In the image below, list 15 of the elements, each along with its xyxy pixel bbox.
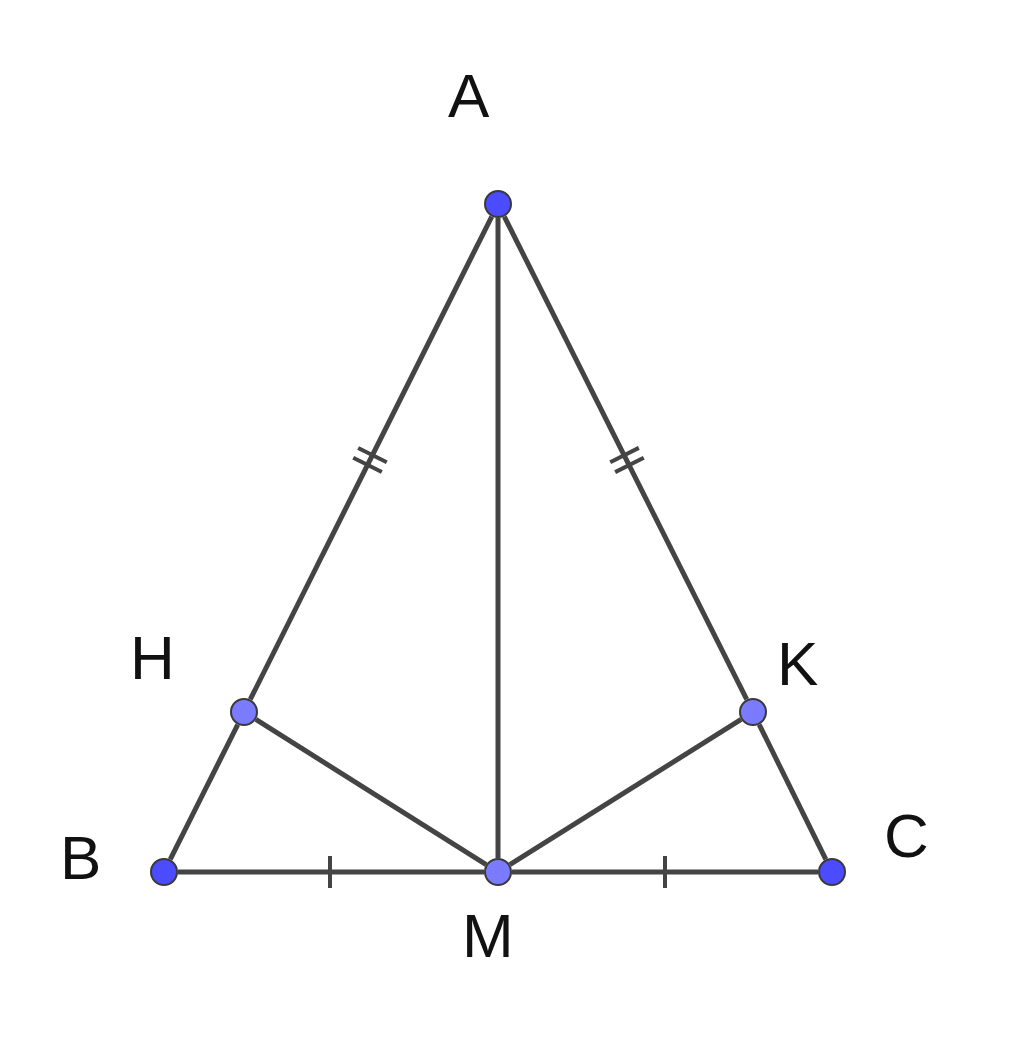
line-segment	[495, 218, 501, 858]
point-label: H	[130, 627, 175, 689]
point-label: C	[884, 805, 929, 867]
point-label: M	[462, 905, 514, 967]
line-segment	[512, 869, 818, 875]
line-segment	[168, 723, 240, 861]
point-label: A	[448, 65, 490, 127]
line-segment	[248, 215, 494, 701]
point-label: B	[60, 827, 102, 889]
point-label: K	[777, 633, 819, 695]
line-segment	[502, 215, 749, 701]
line-segment	[508, 717, 743, 867]
line-segment	[178, 869, 484, 875]
line-segment	[254, 717, 488, 867]
line-segment	[756, 723, 829, 861]
